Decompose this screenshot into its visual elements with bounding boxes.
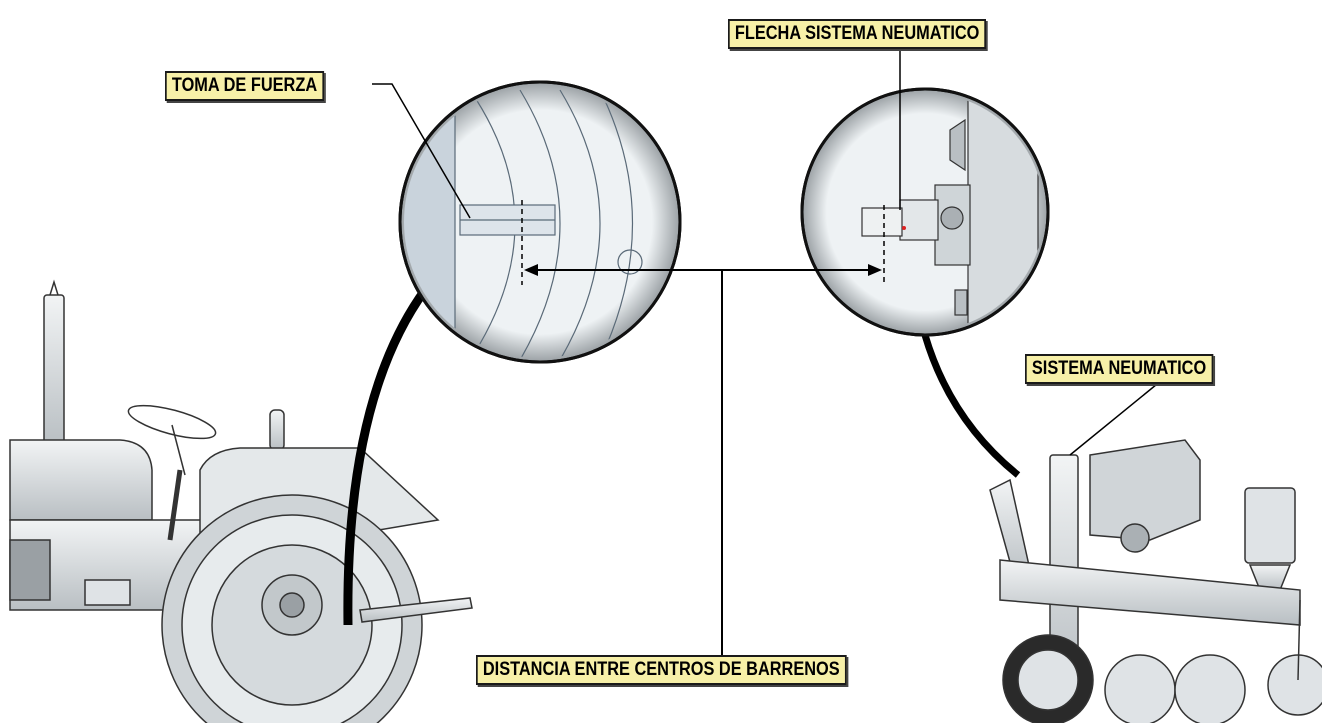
label-flecha-sistema-neumatico: FLECHA SISTEMA NEUMATICO bbox=[728, 19, 987, 49]
label-toma-de-fuerza: TOMA DE FUERZA bbox=[165, 71, 325, 101]
center-distance-dimension bbox=[524, 264, 882, 655]
leader-lines bbox=[372, 46, 1163, 456]
label-sistema-neumatico: SISTEMA NEUMATICO bbox=[1025, 354, 1214, 384]
shaft-magnifier bbox=[800, 87, 1050, 337]
pto-magnifier bbox=[398, 80, 682, 364]
seeder-magnifier-stem bbox=[921, 334, 1021, 478]
label-distancia-entre-centros: DISTANCIA ENTRE CENTROS DE BARRENOS bbox=[476, 655, 847, 685]
tractor bbox=[9, 279, 473, 723]
pneumatic-seeder bbox=[989, 439, 1322, 723]
tractor-magnifier-stem bbox=[343, 287, 429, 626]
